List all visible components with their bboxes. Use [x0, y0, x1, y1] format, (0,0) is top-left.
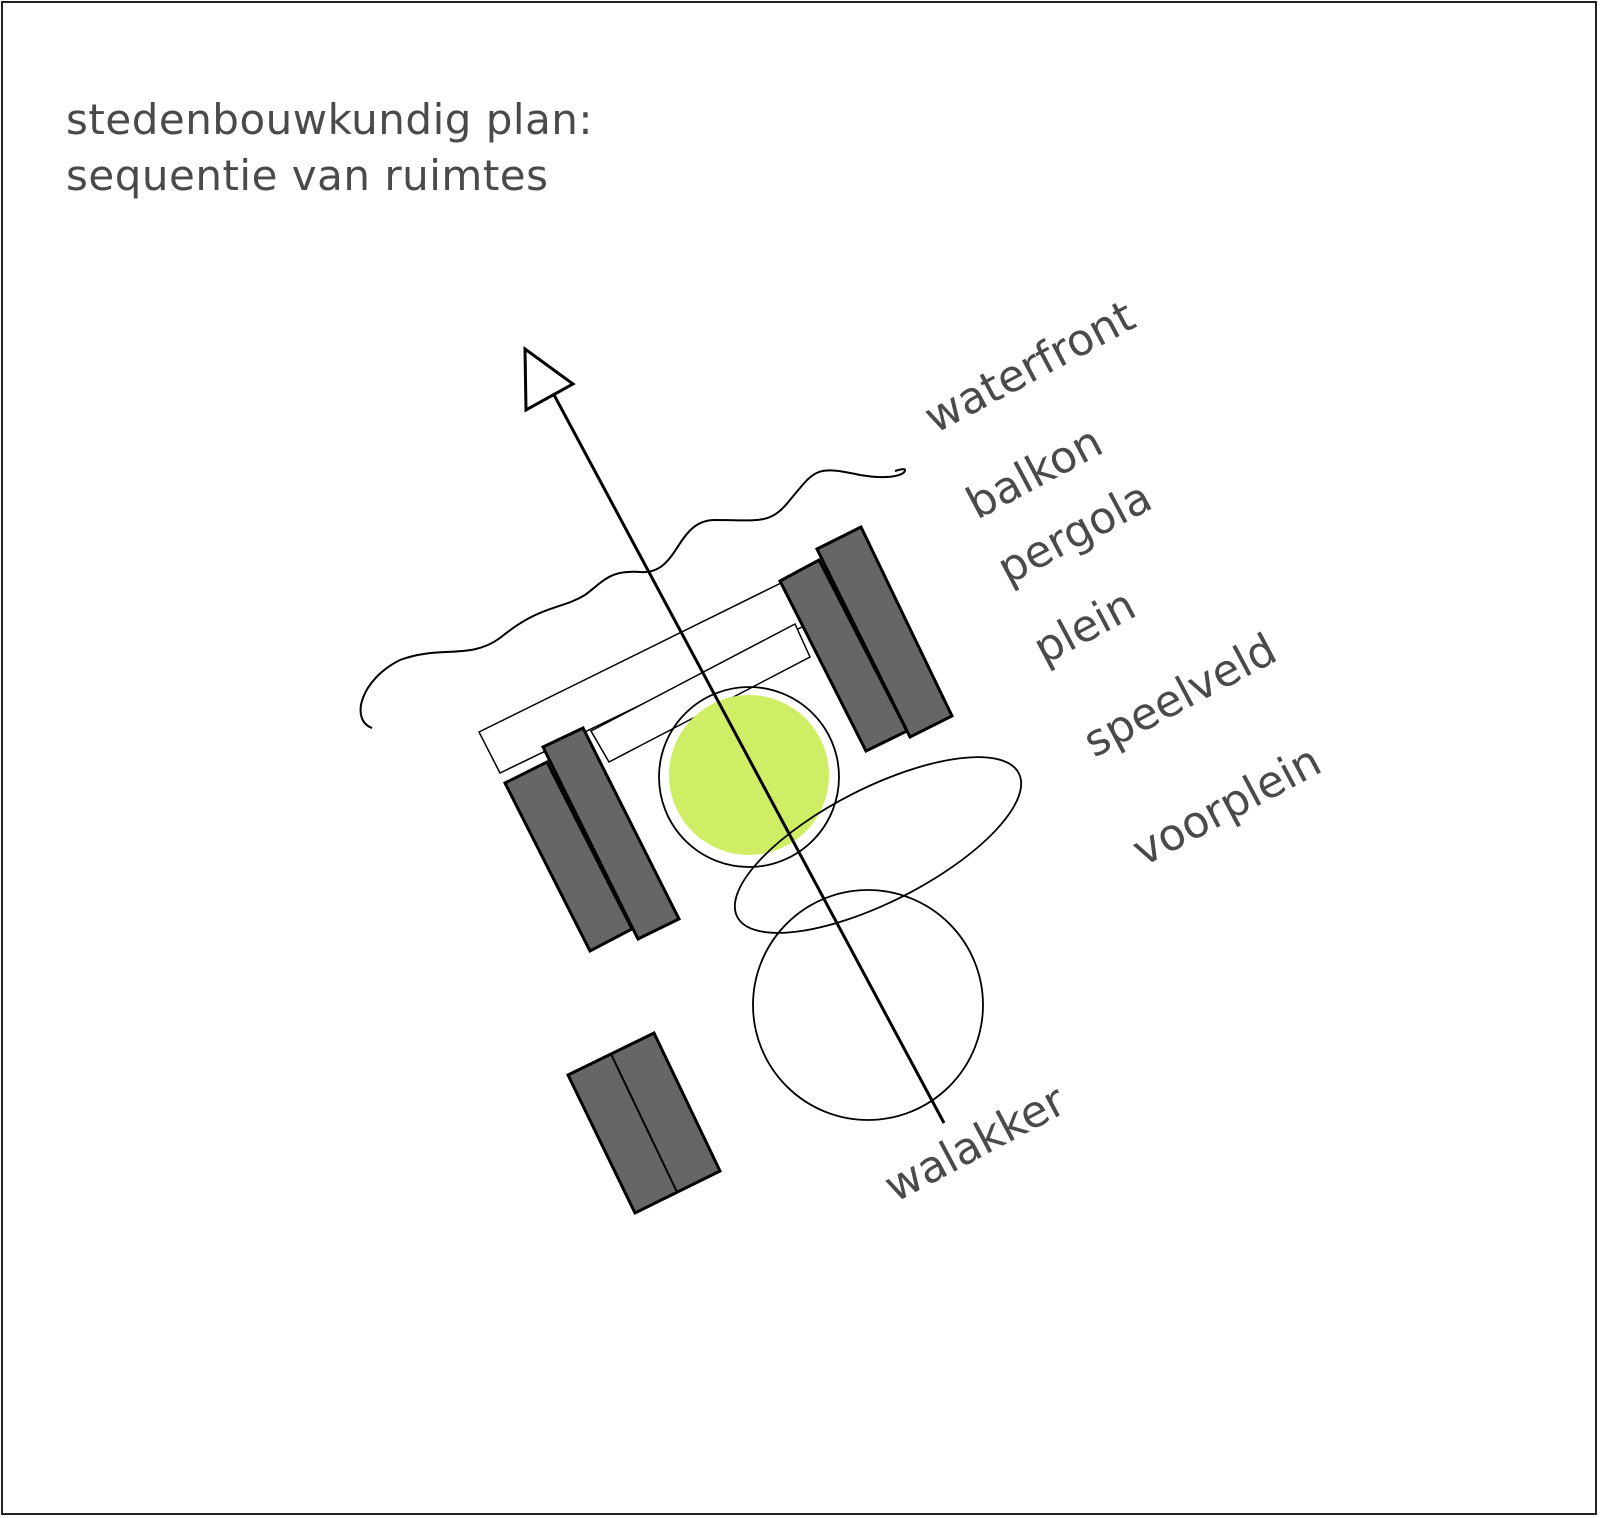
label-walakker: walakker	[876, 1075, 1074, 1213]
building-left-inner	[540, 726, 682, 942]
route-axis-line	[543, 377, 946, 1124]
building-right-outer	[814, 524, 954, 740]
waterfront-line	[359, 468, 907, 729]
walakker-circle	[752, 889, 984, 1121]
label-waterfront: waterfront	[916, 291, 1143, 444]
plein-circle	[658, 686, 840, 868]
diagram-title: stedenbouwkundig plan: sequentie van rui…	[66, 92, 593, 204]
label-speelveld: speelveld	[1075, 624, 1285, 768]
north-arrow-icon	[523, 346, 576, 413]
building-lower-divider	[610, 1053, 678, 1193]
title-line-2: sequentie van ruimtes	[66, 151, 549, 200]
label-voorplein: voorplein	[1124, 735, 1329, 876]
title-line-1: stedenbouwkundig plan:	[66, 95, 594, 144]
label-plein: plein	[1025, 579, 1144, 674]
speelveld-green-circle	[669, 695, 829, 855]
pergola-outline	[589, 622, 811, 763]
